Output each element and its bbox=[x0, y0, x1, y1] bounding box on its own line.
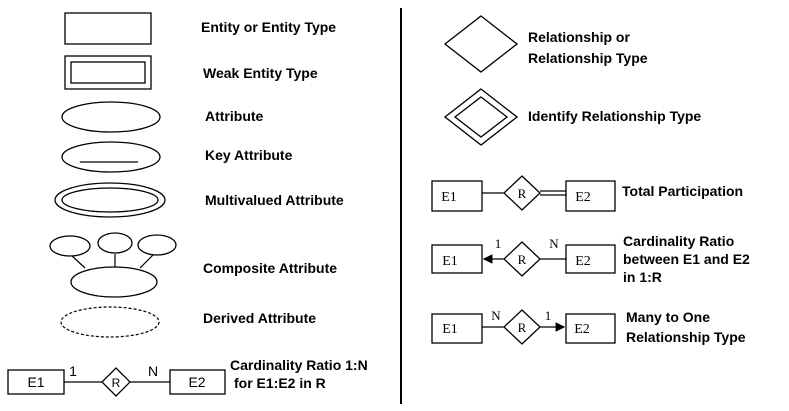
composite-sub-attr-1 bbox=[49, 235, 91, 257]
card-1n-r: R bbox=[112, 376, 121, 390]
total-label: Total Participation bbox=[622, 183, 743, 199]
many-e2: E2 bbox=[574, 322, 590, 337]
composite-attr bbox=[70, 266, 158, 298]
card-label-line2: between E1 and E2 bbox=[623, 251, 750, 267]
card-1n-relationship bbox=[101, 367, 131, 397]
card-e1: E1 bbox=[442, 254, 458, 269]
total-e2-box bbox=[565, 180, 616, 212]
multivalued-symbol-outer bbox=[54, 182, 166, 218]
card-label-line3: in 1:R bbox=[623, 269, 662, 285]
total-e2: E2 bbox=[575, 190, 591, 205]
many-e2-box bbox=[565, 313, 616, 344]
total-r: R bbox=[518, 186, 527, 201]
multivalued-symbol-inner bbox=[61, 187, 159, 213]
card-e2-box bbox=[565, 244, 616, 274]
many-n: N bbox=[491, 308, 501, 323]
weak-entity-symbol-inner bbox=[70, 61, 146, 84]
composite-label: Composite Attribute bbox=[203, 260, 337, 276]
card-label-line1: Cardinality Ratio bbox=[623, 233, 734, 249]
many-r: R bbox=[518, 320, 527, 335]
multivalued-label: Multivalued Attribute bbox=[205, 192, 344, 208]
derived-symbol bbox=[60, 306, 160, 338]
card-1n-e2-box bbox=[169, 369, 226, 395]
many-e1-box bbox=[431, 313, 483, 344]
card-one: 1 bbox=[495, 236, 502, 251]
card-1n-label-line1: Cardinality Ratio 1:N bbox=[230, 357, 368, 373]
weak-entity-symbol-outer bbox=[64, 55, 152, 90]
identify-relationship-label: Identify Relationship Type bbox=[528, 108, 701, 124]
total-relationship bbox=[503, 175, 541, 211]
relationship-label-line2: Relationship Type bbox=[528, 50, 648, 66]
composite-sub-attr-3 bbox=[137, 234, 177, 256]
card-1n-e1: E1 bbox=[27, 374, 44, 390]
composite-sub-attr-2 bbox=[97, 232, 133, 254]
key-attribute-label: Key Attribute bbox=[205, 147, 293, 163]
identify-relationship-inner bbox=[453, 96, 509, 138]
card-e1-box bbox=[431, 244, 483, 274]
derived-label: Derived Attribute bbox=[203, 310, 316, 326]
card-relationship bbox=[503, 241, 541, 277]
card-1n-label-line2: for E1:E2 in R bbox=[234, 375, 326, 391]
card-1n-n: N bbox=[148, 363, 158, 379]
key-attribute-symbol bbox=[61, 141, 161, 173]
attribute-label: Attribute bbox=[205, 108, 264, 124]
total-e1-box bbox=[431, 180, 483, 212]
many-one: 1 bbox=[545, 308, 552, 323]
card-1n-one: 1 bbox=[69, 363, 77, 379]
entity-symbol bbox=[64, 12, 152, 45]
attribute-symbol bbox=[61, 101, 161, 133]
many-label-line2: Relationship Type bbox=[626, 329, 746, 345]
card-n: N bbox=[549, 236, 559, 251]
identify-relationship-outer bbox=[443, 88, 519, 146]
entity-label: Entity or Entity Type bbox=[201, 19, 336, 35]
relationship-symbol bbox=[443, 15, 519, 73]
many-relationship bbox=[503, 309, 541, 345]
relationship-label-line1: Relationship or bbox=[528, 29, 630, 45]
card-1n-e2: E2 bbox=[188, 374, 205, 390]
card-e2: E2 bbox=[575, 254, 591, 269]
total-e1: E1 bbox=[441, 190, 457, 205]
weak-entity-label: Weak Entity Type bbox=[203, 65, 318, 81]
many-e1: E1 bbox=[442, 322, 458, 337]
many-label-line1: Many to One bbox=[626, 309, 710, 325]
composite-link-right bbox=[139, 253, 155, 269]
card-r: R bbox=[518, 252, 527, 267]
